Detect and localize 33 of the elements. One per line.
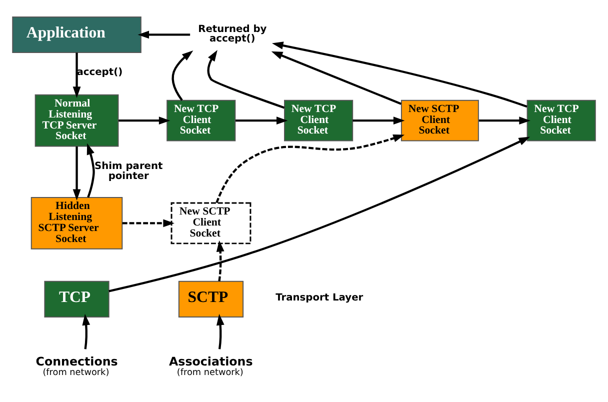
arrow — [271, 51, 402, 105]
node-text: Returned by accept() — [198, 24, 267, 45]
arrow — [272, 42, 528, 108]
arrow — [236, 116, 288, 125]
arrow — [118, 116, 170, 125]
label: Transport Layer — [276, 292, 364, 304]
node-box: Normal Listening TCP Server Socket — [34, 94, 119, 147]
node-text: Connections (from network) — [36, 354, 118, 378]
node-box: New TCP Client Socket — [166, 100, 236, 142]
arrow — [478, 116, 530, 125]
node-box: New SCTP Client Socket — [170, 202, 252, 244]
node-box: Application — [12, 16, 142, 53]
node-box: New SCTP Client Socket — [400, 100, 479, 142]
node-box: SCTP — [178, 280, 244, 318]
arrow — [72, 146, 81, 201]
node-box: New TCP Client Socket — [284, 100, 354, 142]
node-box: Hidden Listening SCTP Server Socket — [30, 197, 123, 250]
arrow — [216, 134, 405, 204]
arrow — [216, 240, 224, 282]
arrow — [216, 314, 224, 350]
arrow — [82, 314, 90, 350]
node-box: TCP — [44, 280, 110, 318]
arrow — [72, 52, 81, 98]
arrow — [352, 116, 405, 125]
node-text: Associations (from network) — [169, 354, 253, 378]
node-box: New TCP Client Socket — [526, 100, 596, 142]
arrow — [108, 136, 530, 292]
arrow — [122, 219, 174, 228]
edge-label: Shim parent pointer — [94, 160, 163, 182]
arrow — [138, 30, 190, 39]
arrow — [207, 50, 285, 109]
arrow — [172, 50, 194, 101]
arrow — [86, 143, 95, 198]
